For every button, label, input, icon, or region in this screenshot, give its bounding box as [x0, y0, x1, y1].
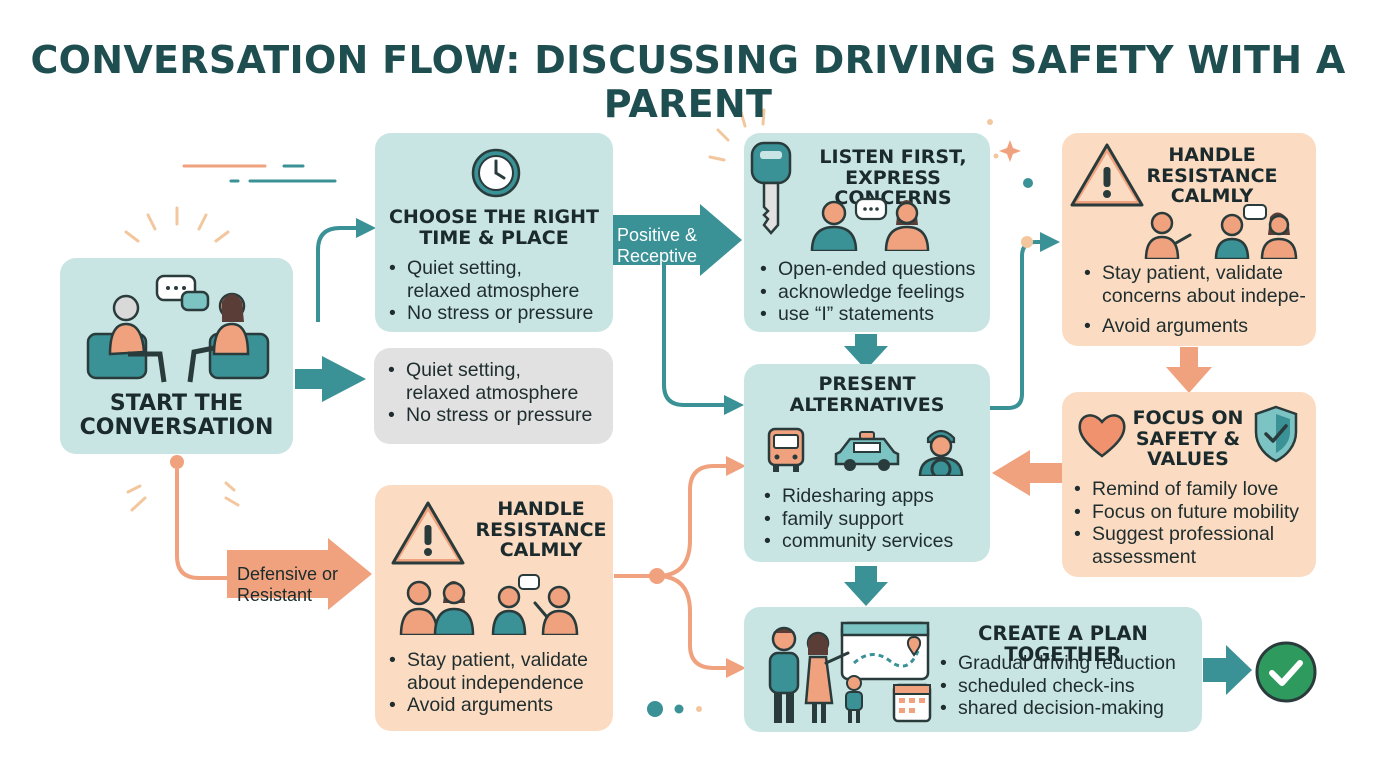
- resistance-right-title-line3: CALMLY: [1170, 185, 1254, 208]
- resistance-left-title-line2: RESISTANCE: [475, 518, 607, 541]
- plan-bullets: •Gradual driving reduction •scheduled ch…: [940, 652, 1176, 719]
- driver-icon: [918, 429, 964, 476]
- listen-bullet-2: acknowledge feelings: [778, 280, 965, 303]
- defensive-line1: Defensive or: [237, 564, 339, 584]
- resistance-left-title-line1: HANDLE: [497, 498, 585, 520]
- two-people-conversation-icon: [810, 197, 930, 251]
- arrow-positive: [608, 204, 742, 276]
- resistance-left-bullet-1-cont: about independence: [407, 671, 584, 694]
- time-place-bullet-1: Quiet setting,: [407, 257, 522, 279]
- alternatives-bullet-2: family support: [782, 507, 904, 530]
- alternatives-bullet-3: community services: [782, 530, 954, 552]
- node-alternatives: PRESENT ALTERNATIVES •Ridesharing apps •…: [744, 364, 990, 562]
- node-listen: LISTEN FIRST, EXPRESS CONCERNS •Open-end…: [744, 133, 990, 332]
- two-people-talking-on-armchairs-icon: [86, 274, 270, 383]
- node-plan: CREATE A PLAN TOGETHER •Gradual driving …: [744, 607, 1202, 732]
- car-key-icon: [750, 141, 792, 235]
- shield-check-icon: [1254, 405, 1298, 463]
- taxi-icon: [834, 431, 900, 471]
- arrow-start-to-gray: [295, 356, 366, 402]
- gray-note-bullets: •Quiet setting, relaxed atmosphere •No s…: [388, 359, 593, 426]
- safety-title-line1: FOCUS ON: [1132, 407, 1244, 429]
- safety-bullet-2: Focus on future mobility: [1092, 500, 1300, 523]
- branch-label-positive: Positive & Receptive: [617, 225, 697, 267]
- time-place-bullets: •Quiet setting, relaxed atmosphere •No s…: [389, 257, 594, 324]
- safety-bullet-3: Suggest professional: [1092, 523, 1275, 545]
- resistance-right-title-line1: HANDLE: [1168, 144, 1256, 166]
- safety-title-line2: SAFETY &: [1135, 427, 1241, 450]
- listen-bullet-3: use “I” statements: [778, 303, 935, 325]
- listen-bullet-1: Open-ended questions: [778, 258, 976, 280]
- resistance-left-bullet-2: Avoid arguments: [407, 694, 553, 716]
- node-safety: FOCUS ON SAFETY & VALUES •Remind of fami…: [1062, 392, 1316, 577]
- node-resistance-left: HANDLE RESISTANCE CALMLY •Stay patient, …: [375, 485, 613, 731]
- gray-note-bullet-2: No stress or pressure: [406, 404, 593, 426]
- listen-title-line1: LISTEN FIRST,: [819, 146, 967, 168]
- plan-bullet-2: scheduled check-ins: [958, 674, 1135, 697]
- defensive-line2: Resistant: [237, 585, 313, 605]
- start-sunburst: [124, 206, 240, 512]
- node-time-place: CHOOSE THE RIGHT TIME & PLACE •Quiet set…: [375, 133, 613, 332]
- resistance-right-bullet-2: Avoid arguments: [1102, 315, 1248, 337]
- safety-bullets: •Remind of family love •Focus on future …: [1074, 478, 1300, 568]
- plan-bullet-1: Gradual driving reduction: [958, 652, 1176, 674]
- node-resistance-right: HANDLE RESISTANCE CALMLY •Stay patient, …: [1062, 133, 1316, 346]
- decor-lines: [182, 164, 337, 183]
- resistance-right-title-line2: RESISTANCE: [1146, 164, 1278, 187]
- clock-icon: [471, 148, 521, 198]
- resistance-right-bullet-1: Stay patient, validate: [1102, 262, 1284, 284]
- branch-label-defensive: Defensive or Resistant: [237, 564, 338, 606]
- listen-bullets: •Open-ended questions •acknowledge feeli…: [760, 258, 976, 325]
- sparkles: [987, 119, 1033, 188]
- plan-bullet-3: shared decision-making: [958, 697, 1164, 719]
- heart-icon: [1078, 414, 1126, 458]
- alternatives-title-line2: ALTERNATIVES: [789, 393, 945, 416]
- page-title: CONVERSATION FLOW: DISCUSSING DRIVING SA…: [30, 38, 1346, 126]
- start-title-line1: START THE: [109, 391, 244, 416]
- alternatives-bullet-1: Ridesharing apps: [782, 485, 934, 507]
- start-title-line2: CONVERSATION: [79, 414, 274, 440]
- node-start: START THE CONVERSATION: [60, 258, 293, 454]
- warning-icon: [1070, 143, 1144, 207]
- safety-bullet-1: Remind of family love: [1092, 478, 1279, 500]
- arrow-defensive: [227, 538, 372, 610]
- plan-title: CREATE A PLAN TOGETHER: [978, 622, 1148, 667]
- time-place-bullet-2: No stress or pressure: [407, 302, 594, 324]
- safety-bullet-3-cont: assessment: [1092, 545, 1197, 568]
- alternatives-title-line1: PRESENT: [818, 373, 916, 395]
- alternatives-bullets: •Ridesharing apps •family support •commu…: [764, 485, 954, 552]
- family-with-map-icon: [768, 621, 932, 723]
- resistance-left-title-line3: CALMLY: [499, 539, 583, 562]
- time-place-title-line2: TIME & PLACE: [419, 226, 569, 249]
- checkmark-circle-icon: [1255, 641, 1317, 703]
- bus-icon: [767, 427, 805, 472]
- gray-note-bullet-1: Quiet setting,: [406, 359, 521, 381]
- time-place-title-line1: CHOOSE THE RIGHT: [388, 206, 600, 228]
- positive-line2: Receptive: [617, 246, 698, 266]
- time-place-bullet-1-cont: relaxed atmosphere: [407, 279, 580, 302]
- safety-title-line3: VALUES: [1147, 448, 1229, 471]
- resistance-right-bullets: •Stay patient, validate concerns about i…: [1084, 262, 1306, 337]
- resistance-right-bullet-1-cont: concerns about indepe-: [1102, 284, 1306, 307]
- key-sunburst: [708, 108, 766, 162]
- people-discussion-icon: [399, 574, 579, 635]
- people-discussion-icon: [1144, 204, 1298, 259]
- resistance-left-bullets: •Stay patient, validate about independen…: [389, 649, 589, 716]
- gray-note-bullet-1-cont: relaxed atmosphere: [406, 381, 579, 404]
- positive-line1: Positive &: [617, 225, 698, 245]
- warning-icon: [391, 501, 465, 565]
- resistance-left-bullet-1: Stay patient, validate: [407, 649, 589, 671]
- node-gray-note: •Quiet setting, relaxed atmosphere •No s…: [374, 348, 613, 444]
